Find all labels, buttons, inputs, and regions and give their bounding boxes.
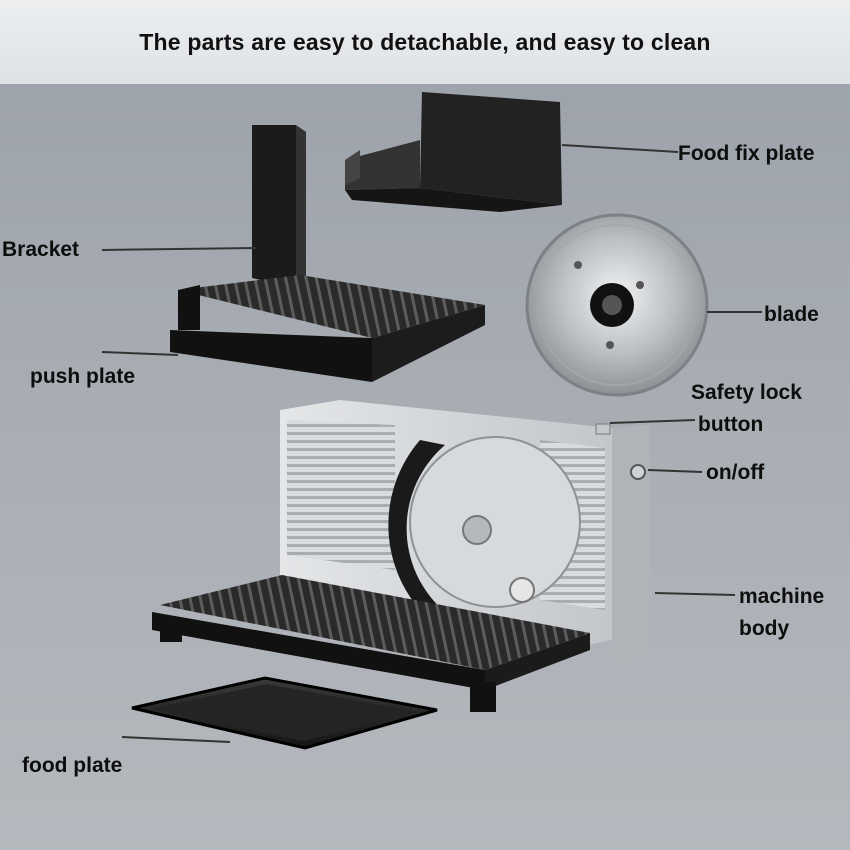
label-on-off: on/off xyxy=(706,461,765,484)
push-plate-part xyxy=(170,125,485,382)
label-food-fix-plate: Food fix plate xyxy=(678,142,815,165)
leader-bracket xyxy=(101,247,257,251)
header-banner: The parts are easy to detachable, and ea… xyxy=(0,0,850,84)
base-tray-part xyxy=(152,575,590,712)
food-plate-part xyxy=(131,676,438,750)
leader-safety-lock xyxy=(609,419,696,424)
label-blade: blade xyxy=(764,303,819,326)
leader-food-fix-plate xyxy=(561,144,679,153)
label-safety-lock-line1: Safety lock xyxy=(691,381,802,404)
leader-food-plate xyxy=(121,736,231,743)
label-machine-body-line2: body xyxy=(739,617,790,640)
label-machine-body-line1: machine xyxy=(739,585,825,608)
label-safety-lock-line2: button xyxy=(698,413,764,436)
food-fix-plate-part xyxy=(345,92,562,212)
blade-part xyxy=(525,213,709,397)
label-food-plate: food plate xyxy=(22,754,123,777)
page-title: The parts are easy to detachable, and ea… xyxy=(139,28,711,55)
label-push-plate: push plate xyxy=(30,365,136,388)
machine-body-part xyxy=(280,400,650,668)
leader-machine-body xyxy=(654,592,736,596)
leader-push-plate xyxy=(101,351,179,356)
leader-on-off xyxy=(647,469,703,473)
leader-lines xyxy=(101,144,762,743)
label-bracket: Bracket xyxy=(2,238,80,261)
